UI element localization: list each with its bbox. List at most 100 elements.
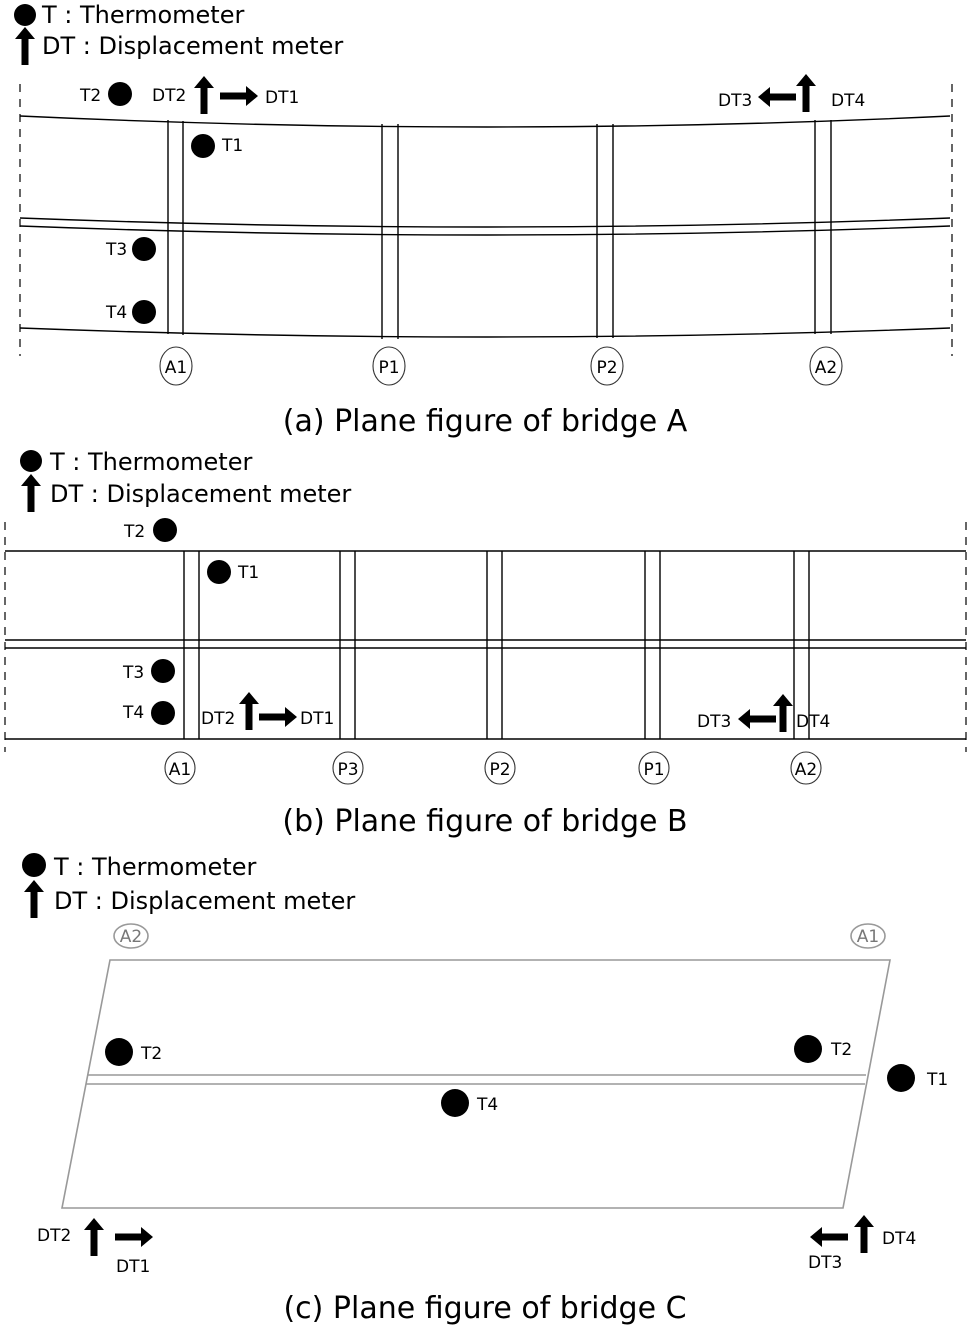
thermometer-marker — [105, 1038, 133, 1066]
support-marker — [159, 346, 193, 386]
thermometer-marker — [794, 1035, 822, 1063]
displacement-legend-label: DT : Displacement meter — [50, 480, 351, 508]
support-marker — [332, 751, 364, 785]
displacement-legend-icon — [21, 474, 41, 512]
thermometer-marker — [151, 701, 175, 725]
bridge-a-plan — [19, 84, 953, 356]
legend-a: T : Thermometer DT : Displacement meter — [14, 1, 343, 65]
sensor-label: DT4 — [796, 712, 830, 732]
thermometer-marker — [108, 82, 132, 106]
sensor-label: DT1 — [265, 88, 299, 108]
sensor-label: DT2 — [201, 709, 235, 729]
displacement-arrow-right-icon — [259, 707, 297, 727]
sensor-label: DT1 — [300, 709, 334, 729]
sensor-label: T1 — [237, 563, 259, 583]
thermometer-legend-label: T : Thermometer — [41, 1, 244, 29]
thermometer-marker — [191, 134, 215, 158]
support-label: A2 — [120, 927, 142, 947]
sensor-label: T2 — [830, 1040, 852, 1060]
displacement-arrow-right-icon — [115, 1227, 153, 1247]
bridge-b-plan — [4, 522, 967, 752]
sensor-label: DT2 — [37, 1226, 71, 1246]
support-marker — [590, 346, 624, 386]
support-label: P2 — [489, 760, 510, 780]
bridge-c-plan — [61, 959, 891, 1209]
legend-c: T : Thermometer DT : Displacement meter — [22, 853, 355, 918]
caption-a: (a) Plane figure of bridge A — [283, 404, 688, 439]
support-label: A2 — [795, 760, 817, 780]
sensor-label: T2 — [123, 522, 145, 542]
sensor-label: T4 — [122, 703, 144, 723]
displacement-legend-label: DT : Displacement meter — [42, 32, 343, 60]
sensor-label: DT3 — [808, 1253, 842, 1273]
sensor-label: DT2 — [152, 86, 186, 106]
sensor-label: T2 — [140, 1044, 162, 1064]
sensor-label: DT3 — [697, 712, 731, 732]
displacement-arrow-up-icon — [239, 692, 259, 730]
panel-c: T : Thermometer DT : Displacement meter … — [22, 853, 948, 1326]
support-label: A1 — [169, 760, 191, 780]
thermometer-legend-icon — [14, 4, 36, 26]
displacement-arrow-right-icon — [220, 86, 258, 106]
support-label: P2 — [596, 358, 617, 378]
displacement-legend-label: DT : Displacement meter — [54, 887, 355, 915]
sensor-label: T3 — [105, 240, 127, 260]
displacement-arrow-up-icon — [194, 76, 214, 114]
thermometer-marker — [441, 1089, 469, 1117]
panel-b: T : Thermometer DT : Displacement meter — [4, 448, 967, 839]
support-label: A1 — [857, 927, 879, 947]
legend-b: T : Thermometer DT : Displacement meter — [20, 448, 351, 512]
support-marker — [372, 346, 406, 386]
thermometer-legend-label: T : Thermometer — [53, 853, 256, 881]
displacement-arrow-up-icon — [854, 1215, 874, 1253]
thermometer-marker — [132, 300, 156, 324]
support-label: A1 — [165, 358, 187, 378]
panel-a: T : Thermometer DT : Displacement meter — [14, 1, 953, 439]
support-label: P3 — [337, 760, 358, 780]
thermometer-legend-label: T : Thermometer — [49, 448, 252, 476]
displacement-arrow-left-icon — [810, 1227, 848, 1247]
thermometer-marker — [207, 560, 231, 584]
thermometer-marker — [153, 518, 177, 542]
support-marker — [164, 751, 196, 785]
support-marker — [809, 346, 843, 386]
thermometer-legend-icon — [22, 853, 46, 877]
bridge-b-supports: A1 P3 P2 P1 A2 — [164, 751, 822, 785]
bridge-a-sensors: T2 DT2 DT1 T1 T3 T4 DT3 DT4 — [79, 74, 865, 324]
support-marker — [790, 751, 822, 785]
sensor-label: T3 — [122, 663, 144, 683]
bridge-b-sensors: T2 T1 T3 T4 DT2 DT1 DT3 DT4 — [122, 518, 830, 732]
thermometer-legend-icon — [20, 450, 42, 472]
sensor-label: T4 — [476, 1095, 498, 1115]
sensor-label: T1 — [221, 136, 243, 156]
displacement-arrow-up-icon — [84, 1218, 104, 1256]
support-label: P1 — [378, 358, 399, 378]
displacement-arrow-up-icon — [796, 74, 816, 112]
caption-b: (b) Plane figure of bridge B — [282, 804, 687, 839]
support-marker — [638, 751, 670, 785]
sensor-label: T2 — [79, 86, 101, 106]
thermometer-marker — [887, 1064, 915, 1092]
displacement-arrow-up-icon — [773, 694, 793, 732]
bridge-a-supports: A1 P1 P2 A2 — [159, 346, 843, 386]
support-label: P1 — [643, 760, 664, 780]
displacement-legend-icon — [24, 880, 44, 918]
sensor-label: DT4 — [831, 91, 865, 111]
sensor-label: T4 — [105, 303, 127, 323]
thermometer-marker — [151, 659, 175, 683]
displacement-arrow-left-icon — [758, 87, 796, 107]
thermometer-marker — [132, 237, 156, 261]
sensor-label: DT1 — [116, 1257, 150, 1277]
bridge-c-sensors: T2 T2 T1 T4 DT2 DT1 DT3 DT4 — [37, 1035, 948, 1277]
support-marker — [113, 923, 149, 949]
sensor-label: T1 — [926, 1070, 948, 1090]
displacement-arrow-left-icon — [738, 709, 776, 729]
sensor-label: DT4 — [882, 1229, 916, 1249]
support-marker — [484, 751, 516, 785]
bridge-c-supports: A2 A1 — [113, 923, 886, 949]
support-marker — [850, 923, 886, 949]
caption-c: (c) Plane figure of bridge C — [283, 1291, 686, 1326]
support-label: A2 — [815, 358, 837, 378]
displacement-legend-icon — [15, 27, 35, 65]
